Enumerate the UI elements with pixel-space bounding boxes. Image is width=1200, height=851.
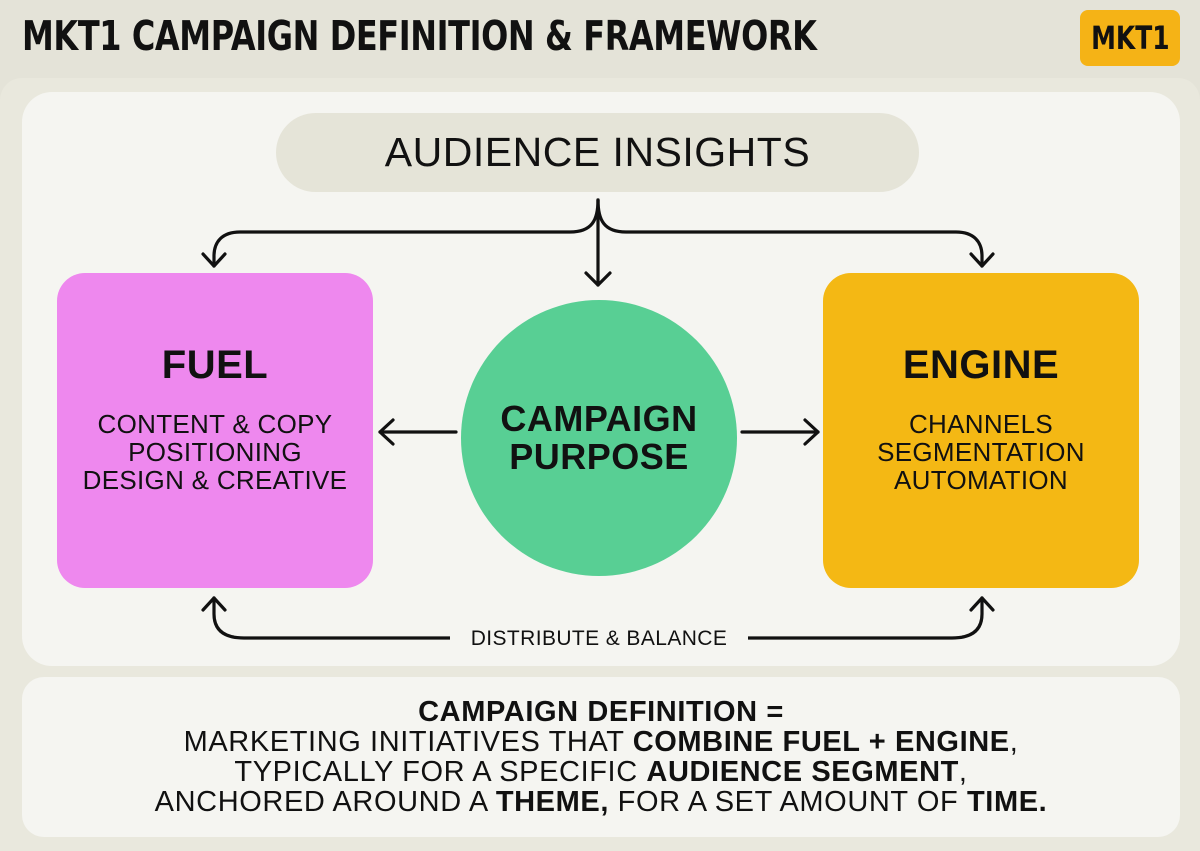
definition-emphasis: THEME, xyxy=(495,786,609,818)
arrowhead-engine-side xyxy=(803,418,820,446)
arrowhead-engine-top xyxy=(969,252,995,268)
arrowhead-purpose-top xyxy=(584,271,612,287)
audience-insights-node: AUDIENCE INSIGHTS xyxy=(276,113,919,192)
definition-line-1: CAMPAIGN DEFINITION = xyxy=(418,697,784,727)
mkt1-logo: MKT1 xyxy=(1080,10,1180,66)
fuel-node: FUEL CONTENT & COPY POSITIONING DESIGN &… xyxy=(57,273,373,588)
definition-emphasis: TIME. xyxy=(966,786,1048,818)
arrow-audience-to-fuel xyxy=(212,198,600,268)
engine-node: ENGINE CHANNELS SEGMENTATION AUTOMATION xyxy=(823,273,1139,588)
arrowhead-fuel-top xyxy=(201,252,227,268)
definition-line-4: ANCHORED AROUND A THEME, FOR A SET AMOUN… xyxy=(155,787,1048,817)
fuel-item: DESIGN & CREATIVE xyxy=(82,465,348,495)
definition-emphasis: COMBINE FUEL + ENGINE xyxy=(632,726,1010,758)
arrowhead-fuel-side xyxy=(378,418,395,446)
fuel-items: CONTENT & COPY POSITIONING DESIGN & CREA… xyxy=(83,410,348,494)
definition-emphasis: AUDIENCE SEGMENT xyxy=(646,756,959,788)
definition-text: MARKETING INITIATIVES THAT xyxy=(183,726,633,758)
engine-items: CHANNELS SEGMENTATION AUTOMATION xyxy=(877,410,1085,494)
engine-item: AUTOMATION xyxy=(894,465,1068,495)
arrowhead-fuel-bottom xyxy=(201,596,227,612)
fuel-item: CONTENT & COPY xyxy=(97,409,333,439)
definition-text: TYPICALLY FOR A SPECIFIC xyxy=(234,756,647,788)
definition-text: , xyxy=(958,756,968,788)
definition-text: FOR A SET AMOUNT OF xyxy=(609,786,967,818)
purpose-line: PURPOSE xyxy=(509,436,689,477)
definition-panel: CAMPAIGN DEFINITION = MARKETING INITIATI… xyxy=(22,677,1180,837)
arrow-audience-to-engine xyxy=(596,198,984,268)
campaign-purpose-node: CAMPAIGN PURPOSE xyxy=(461,300,737,576)
definition-text: , xyxy=(1009,726,1019,758)
definition-line-2: MARKETING INITIATIVES THAT COMBINE FUEL … xyxy=(184,727,1019,757)
distribute-balance-label: DISTRIBUTE & BALANCE xyxy=(450,626,748,652)
engine-heading: ENGINE xyxy=(902,343,1060,387)
fuel-heading: FUEL xyxy=(161,343,269,387)
definition-line-3: TYPICALLY FOR A SPECIFIC AUDIENCE SEGMEN… xyxy=(234,757,967,787)
engine-item: SEGMENTATION xyxy=(877,437,1085,467)
arrowhead-engine-bottom xyxy=(969,596,995,612)
audience-insights-label: AUDIENCE INSIGHTS xyxy=(384,129,811,175)
fuel-item: POSITIONING xyxy=(128,437,302,467)
engine-item: CHANNELS xyxy=(908,409,1053,439)
logo-text: MKT1 xyxy=(1090,19,1170,57)
purpose-line: CAMPAIGN xyxy=(500,398,698,439)
definition-heading: CAMPAIGN DEFINITION = xyxy=(418,696,784,728)
page-title: MKT1 CAMPAIGN DEFINITION & FRAMEWORK xyxy=(22,12,817,60)
definition-text: ANCHORED AROUND A xyxy=(154,786,496,818)
